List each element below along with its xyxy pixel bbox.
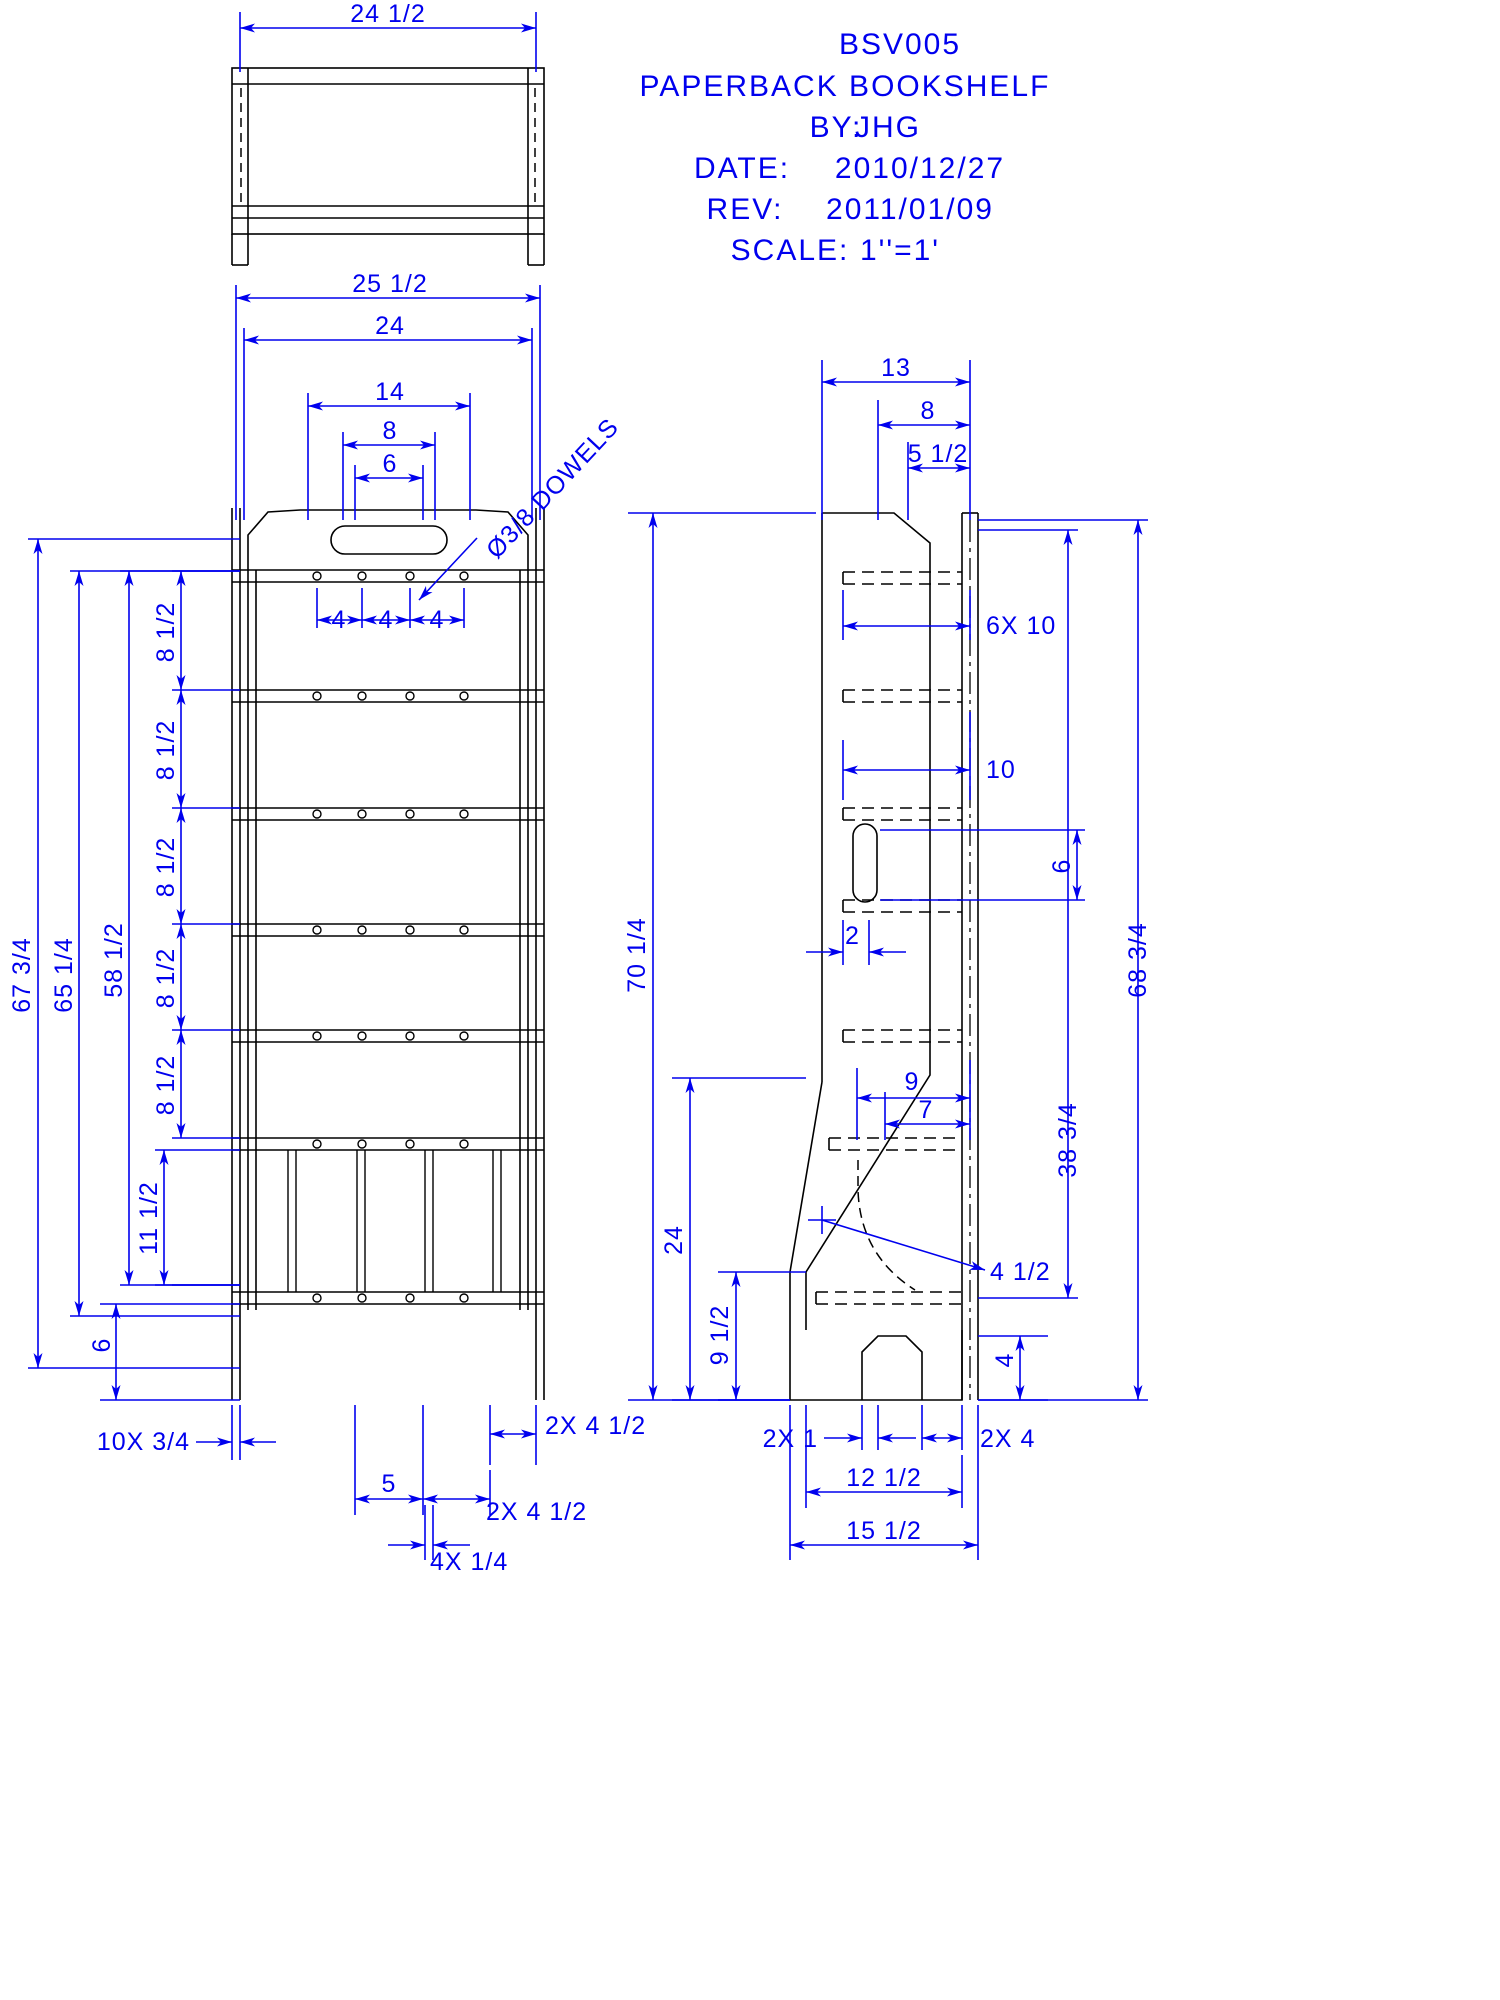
dim-label-sv-8: 8 (921, 397, 936, 425)
scale-label: SCALE: (731, 234, 850, 267)
dim-label-fv-58: 58 1/2 (100, 922, 128, 998)
dim-label-fv-8: 8 (383, 417, 398, 445)
dim-label-sv-2x1: 2X 1 (763, 1425, 818, 1453)
dim-label-fv-foot: 6 (88, 1338, 116, 1353)
dim-label-sv-68: 68 3/4 (1124, 922, 1152, 998)
side-view-top-dims (821, 360, 971, 520)
dim-label-sv-10: 10 (986, 756, 1016, 784)
dim-label-fv-14: 14 (375, 378, 405, 406)
side-view-bottom-dims (789, 1405, 979, 1560)
side-view-vertical-dims (628, 512, 1148, 1401)
dim-label-sv-7: 7 (919, 1096, 934, 1124)
dim-label-sv-6x10: 6X 10 (986, 612, 1056, 640)
date-label: DATE: (694, 152, 790, 185)
callout-divider-thickness: 4X 1/4 (430, 1548, 508, 1576)
radius-callout-leader (808, 1206, 986, 1271)
dim-label-sv-2: 2 (845, 922, 860, 950)
dim-label-sv-9: 9 (905, 1068, 920, 1096)
dim-label-sv-9half: 9 1/2 (706, 1305, 734, 1366)
top-view-geometry (231, 67, 545, 266)
dim-label-dowel-4b: 4 (379, 606, 394, 634)
dim-label-sv-handle6: 6 (1048, 859, 1076, 874)
dim-label-sv-5half: 5 1/2 (908, 440, 969, 468)
front-view-geometry (231, 508, 545, 1400)
by-value: JHG (855, 111, 921, 144)
title-block: BSV005 PAPERBACK BOOKSHELF BY: JHG DATE:… (640, 28, 1051, 267)
front-view-horizontal-dims (235, 285, 541, 520)
dim-label-fv-shelf4: 8 1/2 (152, 948, 180, 1009)
dim-label-sv-foot4: 4 (991, 1353, 1019, 1368)
dim-label-sv-38: 38 3/4 (1054, 1102, 1082, 1178)
dim-label-sv-13: 13 (881, 354, 911, 382)
side-view-mid-dims (806, 590, 1085, 1140)
dim-label-fv-25half: 25 1/2 (352, 270, 428, 298)
dim-label-fv-shelf2: 8 1/2 (152, 720, 180, 781)
date-value: 2010/12/27 (835, 152, 1005, 185)
dim-label-sv-12half: 12 1/2 (846, 1464, 922, 1492)
dim-label-fv-bottom5: 5 (382, 1470, 397, 1498)
dim-label-fv-65: 65 1/4 (50, 937, 78, 1013)
dim-label-sv-15half: 15 1/2 (846, 1517, 922, 1545)
dim-label-fv-shelf5: 8 1/2 (152, 1055, 180, 1116)
rev-label: REV: (707, 193, 784, 226)
dowel-note-leader (418, 537, 478, 601)
callout-radius: 4 1/2 (990, 1258, 1051, 1286)
dim-label-top-width: 24 1/2 (350, 0, 426, 28)
dim-label-fv-6: 6 (383, 450, 398, 478)
callout-side-upper: 2X 4 1/2 (545, 1412, 646, 1440)
dim-label-fv-bottombay: 11 1/2 (135, 1181, 163, 1255)
front-view-vertical-dims (28, 538, 240, 1401)
callout-side-lower: 2X 4 1/2 (486, 1498, 587, 1526)
dim-label-dowel-4a: 4 (332, 606, 347, 634)
front-view-bottom-dims (196, 1405, 537, 1560)
dim-label-fv-shelf3: 8 1/2 (152, 837, 180, 898)
scale-value: 1''=1' (860, 234, 940, 267)
drawing-number: BSV005 (839, 28, 961, 61)
dim-label-sv-2x4: 2X 4 (980, 1425, 1035, 1453)
dim-label-dowel-4c: 4 (430, 606, 445, 634)
dowel-spacing-dims (316, 588, 465, 628)
rev-value: 2011/01/09 (826, 193, 994, 226)
dim-label-fv-24: 24 (375, 312, 405, 340)
dim-label-fv-67: 67 3/4 (8, 937, 36, 1013)
dim-label-sv-24: 24 (660, 1225, 688, 1255)
dim-top-view-width (239, 12, 537, 72)
part-name: PAPERBACK BOOKSHELF (640, 70, 1051, 103)
callout-leg-thickness: 10X 3/4 (97, 1428, 190, 1456)
dim-label-sv-70: 70 1/4 (623, 917, 651, 993)
dowel-hole-group (312, 571, 469, 1303)
by-label: BY: (810, 111, 863, 144)
dim-label-fv-shelf1: 8 1/2 (152, 602, 180, 663)
